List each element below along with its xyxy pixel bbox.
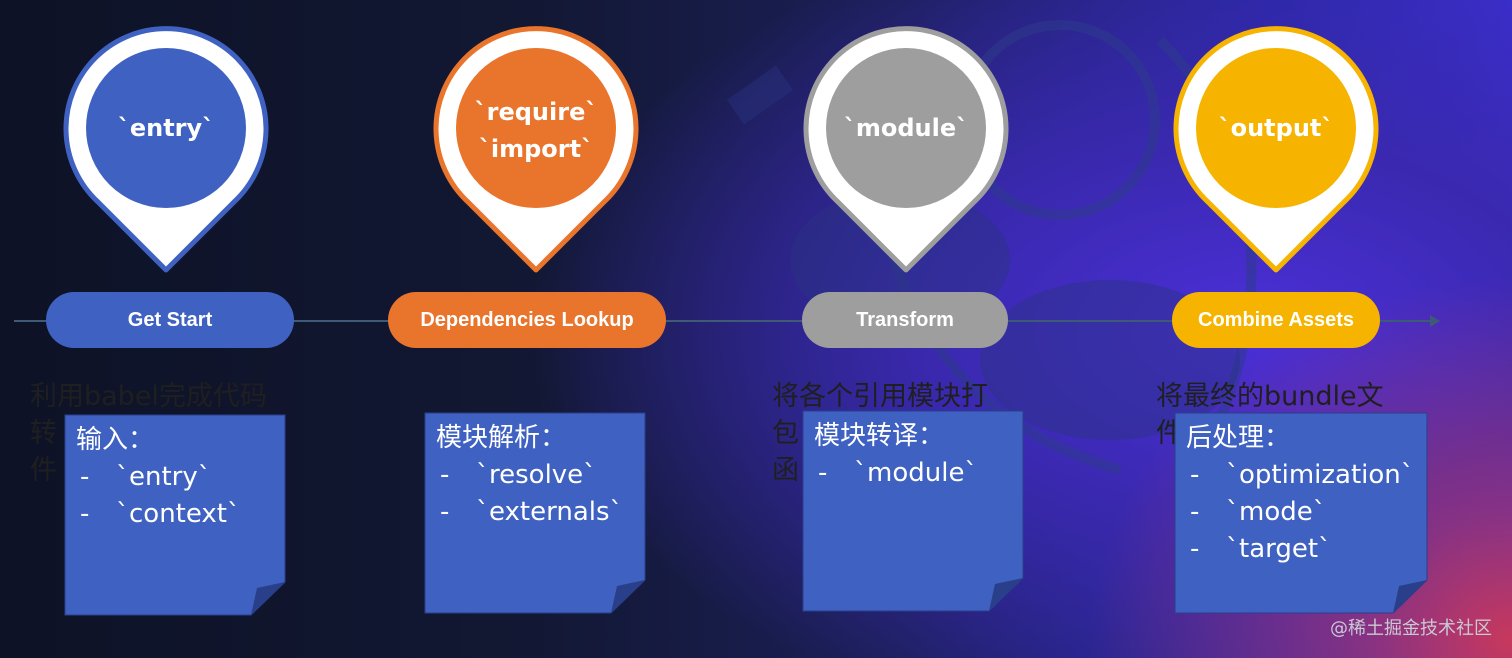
timeline-axis	[14, 320, 1432, 322]
stage-pill-get-start-label: Get Start	[127, 308, 213, 331]
bg-text-stage-3-line: 将各个引用模块打	[772, 381, 988, 412]
note-item: -`resolve`	[440, 460, 597, 490]
stage-pill-transform-label: Transform	[856, 308, 954, 331]
pin-module: `module`	[802, 24, 1010, 274]
timeline-arrowhead	[1430, 315, 1440, 327]
note-item: -`optimization`	[1190, 460, 1414, 490]
note-module-resolution-title: 模块解析：	[436, 423, 567, 453]
stage-pill-get-start: Get Start	[46, 292, 294, 348]
note-item: -`externals`	[440, 497, 623, 527]
bg-text-stage-3: 将各个引用模块打 包 函	[772, 378, 988, 489]
stage-pill-combine-assets: Combine Assets	[1172, 292, 1380, 348]
pin-require-import-circle	[456, 48, 616, 208]
pin-module-label: `module`	[843, 114, 969, 142]
pin-output-circle	[1196, 48, 1356, 208]
note-input: 输入： -`entry` -`context`	[64, 414, 286, 616]
watermark: @稀土掘金技术社区	[1330, 618, 1492, 639]
note-module-resolution: 模块解析： -`resolve` -`externals`	[424, 412, 646, 614]
note-item: -`context`	[80, 499, 240, 529]
pin-entry: `entry`	[62, 24, 270, 274]
bg-text-stage-1-line: 转	[30, 418, 57, 449]
pin-entry-label: `entry`	[117, 114, 215, 142]
pin-require-import: `require` `import`	[432, 24, 640, 274]
pin-output: `output`	[1172, 24, 1380, 274]
stage-pill-combine-assets-label: Combine Assets	[1198, 308, 1354, 331]
note-post-processing-title: 后处理：	[1186, 423, 1291, 453]
note-item: -`entry`	[80, 462, 211, 492]
note-module-transpile: 模块转译： -`module`	[802, 410, 1024, 612]
bg-text-stage-1-line: 件	[30, 455, 57, 486]
bg-text-stage-1-line: 利用babel完成代码	[30, 381, 267, 412]
bg-text-stage-4-line: 将最终的bundle文	[1156, 381, 1384, 412]
note-module-transpile-title: 模块转译：	[814, 421, 945, 451]
note-post-processing: 后处理： -`optimization` -`mode` -`target`	[1174, 412, 1428, 614]
pin-module-circle	[826, 48, 986, 208]
stage-pill-transform: Transform	[802, 292, 1008, 348]
note-item: -`target`	[1190, 534, 1332, 564]
stage-pill-dependencies-lookup-label: Dependencies Lookup	[420, 308, 634, 331]
note-item: -`mode`	[1190, 497, 1326, 527]
note-input-title: 输入：	[76, 425, 155, 455]
pin-output-label: `output`	[1218, 114, 1334, 142]
pin-require-import-label: `require` `import`	[474, 98, 598, 163]
pin-entry-circle	[86, 48, 246, 208]
bg-text-stage-3-line: 函	[772, 455, 799, 486]
bg-text-stage-3-line: 包	[772, 418, 799, 449]
bg-text-stage-1: 利用babel完成代码 转 件	[30, 378, 267, 489]
note-item: -`module`	[818, 458, 978, 488]
stage-pill-dependencies-lookup: Dependencies Lookup	[388, 292, 666, 348]
